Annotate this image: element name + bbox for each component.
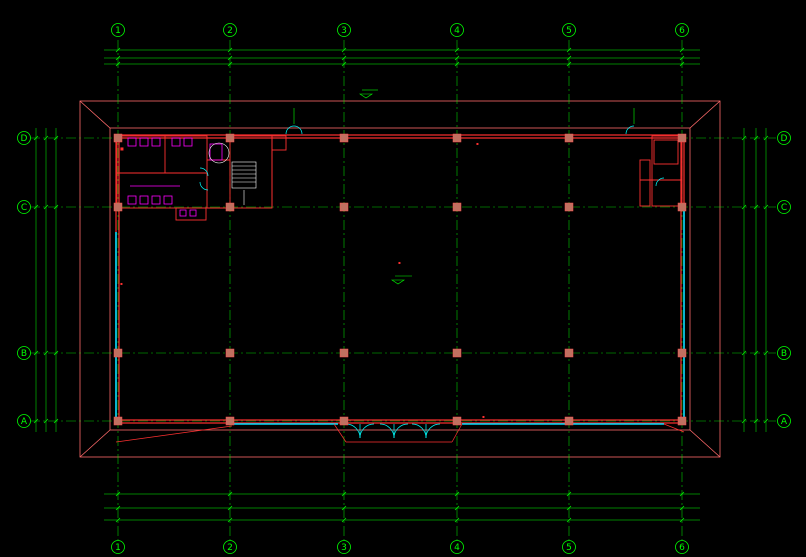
level-mark-icon [359,89,412,285]
svg-text:2: 2 [227,26,233,36]
grid-bubble-top-3: 3 [337,23,351,37]
column-2-2 [225,348,235,358]
annotation-marks: ■ ▪ ▪ ▪ ▪ [120,89,635,419]
column-5-1 [564,202,574,212]
svg-text:6: 6 [679,26,685,36]
grid-bubble-bottom-5: 5 [562,540,576,554]
grid-bubble-bottom-6: 6 [675,540,689,554]
column-3-0 [339,133,349,143]
column-3-2 [339,348,349,358]
grid-bubble-left-C: C [17,200,31,214]
grid-bubble-bottom-3: 3 [337,540,351,554]
svg-text:C: C [21,203,27,213]
svg-text:B: B [21,349,27,359]
grid-bubble-right-A: A [777,414,791,428]
grid-bubble-bottom-2: 2 [223,540,237,554]
svg-text:1: 1 [115,26,121,36]
grid-bubble-left-B: B [17,346,31,360]
column-4-0 [452,133,462,143]
grid-bubble-bottom-1: 1 [111,540,125,554]
svg-text:2: 2 [227,543,233,553]
column-3-1 [339,202,349,212]
svg-text:1: 1 [115,543,121,553]
svg-text:A: A [21,417,28,427]
svg-text:5: 5 [566,26,572,36]
grid-bubble-left-A: A [17,414,31,428]
svg-text:C: C [781,203,787,213]
svg-text:5: 5 [566,543,572,553]
grid-bubble-top-1: 1 [111,23,125,37]
svg-text:3: 3 [341,543,347,553]
column-6-3 [677,416,687,426]
svg-text:■: ■ [120,146,124,151]
svg-text:▪: ▪ [482,414,485,419]
svg-text:▪: ▪ [120,281,123,286]
entry-steps [115,423,685,443]
column-2-1 [225,202,235,212]
stair-enclosure [229,135,287,209]
column-4-2 [452,348,462,358]
svg-text:3: 3 [341,26,347,36]
column-1-1 [113,202,123,212]
svg-text:4: 4 [454,26,460,36]
svg-text:A: A [781,417,788,427]
stair [208,142,257,205]
column-3-3 [339,416,349,426]
column-6-2 [677,348,687,358]
svg-text:▪: ▪ [398,260,401,265]
column-2-3 [225,416,235,426]
sanitary-fixtures [127,137,223,217]
svg-text:B: B [781,349,787,359]
svg-text:6: 6 [679,543,685,553]
grid-bubble-right-B: B [777,346,791,360]
column-6-0 [677,133,687,143]
door-swings [199,125,665,439]
grid-bubble-top-6: 6 [675,23,689,37]
column-5-2 [564,348,574,358]
north-arrow-icon [293,108,635,124]
column-1-0 [113,133,123,143]
grid-bubble-top-4: 4 [450,23,464,37]
structural-columns [113,133,687,426]
grid-bubble-top-2: 2 [223,23,237,37]
column-4-1 [452,202,462,212]
column-1-3 [113,416,123,426]
grid-bubble-right-D: D [777,131,791,145]
svg-text:D: D [21,134,28,144]
grid-bubble-top-5: 5 [562,23,576,37]
svg-text:▪: ▪ [476,141,479,146]
dimension-lines [33,47,769,523]
service-rooms-right [639,135,683,207]
svg-text:D: D [781,134,788,144]
column-6-1 [677,202,687,212]
svg-text:4: 4 [454,543,460,553]
grid-bubble-left-D: D [17,131,31,145]
grid-bubble-bottom-4: 4 [450,540,464,554]
column-1-2 [113,348,123,358]
glazing [115,210,685,425]
eave-outline [79,100,721,458]
column-4-3 [452,416,462,426]
column-2-0 [225,133,235,143]
grid-bubble-right-C: C [777,200,791,214]
column-5-0 [564,133,574,143]
column-5-3 [564,416,574,426]
